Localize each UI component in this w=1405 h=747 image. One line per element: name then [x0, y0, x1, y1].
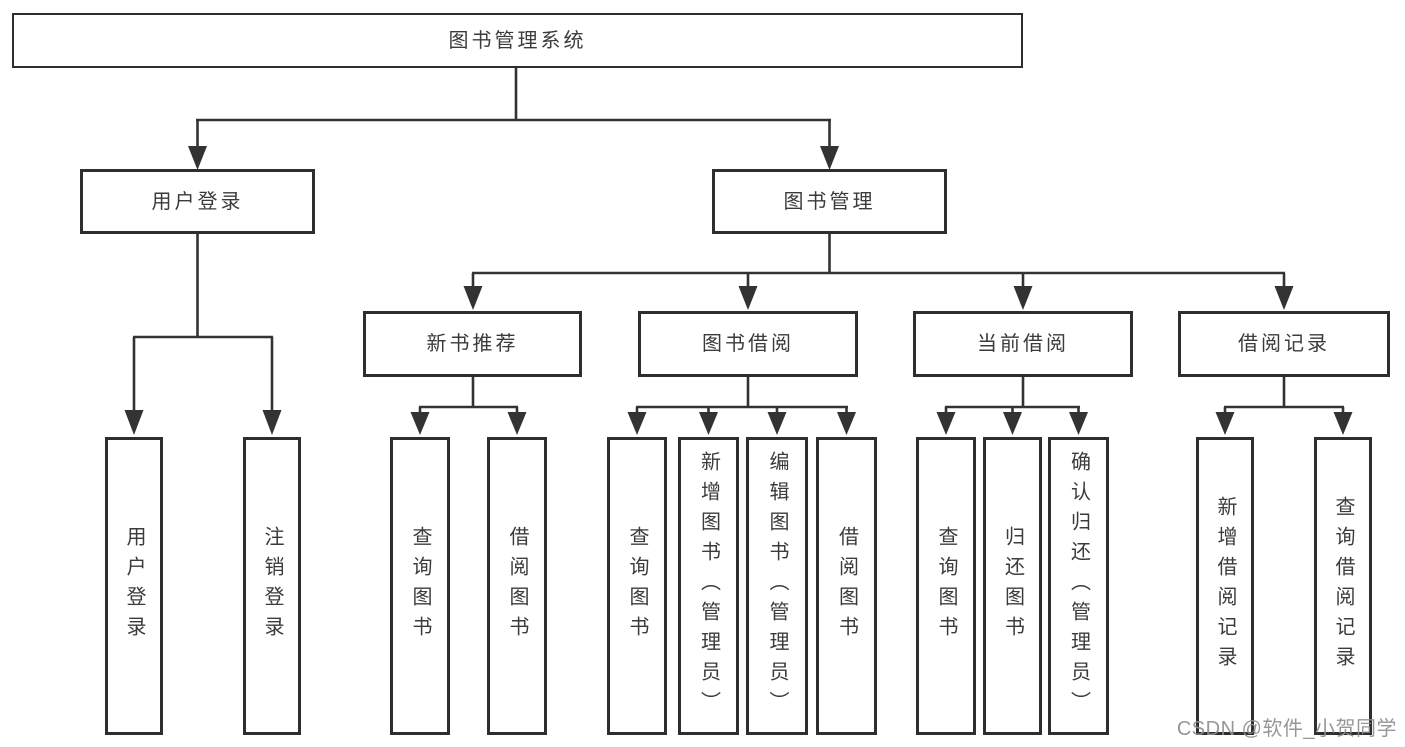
leaf-borrow-query-book-label: 查询图书 [626, 526, 648, 646]
node-new-book-recommend: 新书推荐 [363, 311, 582, 377]
leaf-confirm-return-admin: 确认归还（管理员） [1048, 437, 1109, 735]
leaf-add-book-admin-label: 新增图书（管理员） [697, 451, 720, 721]
leaf-current-query-book: 查询图书 [916, 437, 976, 735]
leaf-borrow-book: 借阅图书 [816, 437, 877, 735]
leaf-query-borrow-record-label: 查询借阅记录 [1332, 496, 1354, 676]
leaf-user-login: 用户登录 [105, 437, 163, 735]
csdn-watermark: CSDN @软件_小贺同学 [1176, 718, 1397, 740]
leaf-return-book-label: 归还图书 [1001, 526, 1024, 646]
leaf-edit-book-admin-label: 编辑图书（管理员） [766, 451, 788, 721]
node-current-borrow-label: 当前借阅 [977, 333, 1069, 355]
node-book-management-label: 图书管理 [783, 190, 876, 213]
leaf-recommend-borrow-book-label: 借阅图书 [506, 526, 528, 646]
node-borrow-records: 借阅记录 [1178, 311, 1390, 377]
node-new-book-recommend-label: 新书推荐 [426, 333, 519, 355]
leaf-query-borrow-record: 查询借阅记录 [1314, 437, 1372, 735]
leaf-return-book: 归还图书 [983, 437, 1042, 735]
leaf-add-borrow-record: 新增借阅记录 [1196, 437, 1254, 735]
leaf-confirm-return-admin-label: 确认归还（管理员） [1067, 451, 1090, 721]
node-borrow-records-label: 借阅记录 [1238, 333, 1330, 355]
leaf-logout: 注销登录 [243, 437, 301, 735]
node-user-login-label: 用户登录 [151, 190, 244, 213]
node-library-system-label: 图书管理系统 [448, 29, 587, 52]
node-library-system: 图书管理系统 [12, 13, 1023, 68]
leaf-logout-label: 注销登录 [261, 526, 283, 646]
leaf-recommend-borrow-book: 借阅图书 [487, 437, 547, 735]
leaf-user-login-label: 用户登录 [123, 526, 145, 646]
leaf-add-book-admin: 新增图书（管理员） [678, 437, 739, 735]
leaf-borrow-book-label: 借阅图书 [835, 526, 858, 646]
node-book-borrow-label: 图书借阅 [702, 333, 794, 355]
leaf-borrow-query-book: 查询图书 [607, 437, 667, 735]
leaf-recommend-query-book: 查询图书 [390, 437, 450, 735]
node-user-login: 用户登录 [80, 169, 315, 234]
node-current-borrow: 当前借阅 [913, 311, 1133, 377]
node-book-borrow: 图书借阅 [638, 311, 858, 377]
leaf-current-query-book-label: 查询图书 [935, 526, 957, 646]
leaf-add-borrow-record-label: 新增借阅记录 [1214, 496, 1236, 676]
leaf-recommend-query-book-label: 查询图书 [409, 526, 431, 646]
leaf-edit-book-admin: 编辑图书（管理员） [746, 437, 808, 735]
node-book-management: 图书管理 [712, 169, 947, 234]
